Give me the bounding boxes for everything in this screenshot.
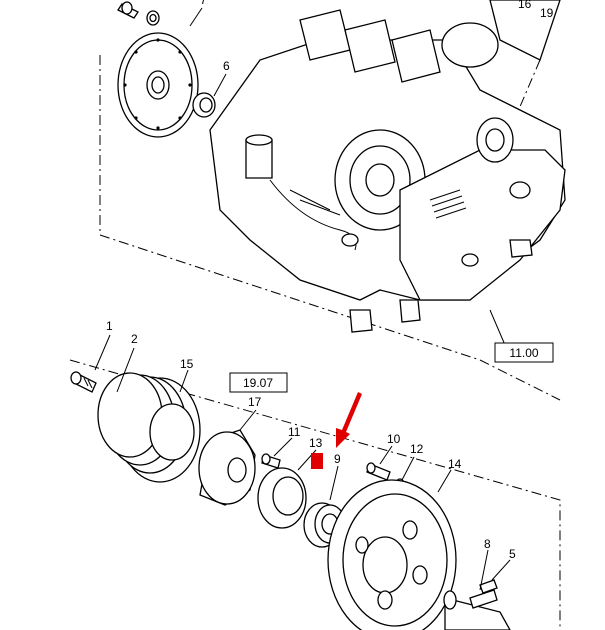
callout-1: 1: [106, 319, 113, 333]
cover-part-14: [327, 479, 457, 630]
reference-box-11-00-label: 11.00: [509, 346, 538, 360]
seal-ring: [192, 92, 216, 118]
top-bolt: [117, 1, 160, 26]
callout-2: 2: [131, 332, 138, 346]
callout-16: 16: [518, 0, 532, 11]
key-part-5: [479, 579, 498, 594]
callout-8: 8: [484, 537, 491, 551]
callout-17: 17: [248, 395, 262, 409]
callout-12: 12: [410, 442, 424, 456]
engine-assembly: [209, 0, 566, 333]
callout-labels: 1 2 15 17 11 13 9 10 12 14 8 5 6 7 16 19: [106, 0, 554, 561]
highlight-marker: [311, 453, 323, 469]
pulley-part-15: [97, 372, 201, 483]
shaft-part-8: [443, 589, 511, 630]
callout-19: 19: [540, 6, 554, 20]
gasket-part-13: [257, 467, 307, 529]
reference-box-19-07: 19.07: [229, 372, 288, 393]
callout-11: 11: [288, 425, 301, 439]
reference-box-11-00: 11.00: [494, 342, 554, 363]
callout-5: 5: [509, 547, 516, 561]
flywheel-plate: [117, 32, 199, 138]
bolt-part-10: [366, 462, 391, 481]
callout-9: 9: [334, 452, 341, 466]
callout-10: 10: [387, 432, 401, 446]
callout-6: 6: [223, 59, 230, 73]
hub-part-17: [198, 429, 256, 506]
screw-part-11: [261, 453, 281, 469]
callout-15: 15: [180, 357, 194, 371]
highlight-annotations: [311, 392, 362, 469]
callout-14: 14: [448, 457, 462, 471]
callout-13: 13: [309, 436, 323, 450]
reference-box-19-07-label: 19.07: [243, 376, 273, 390]
red-arrow-icon: [336, 392, 362, 448]
bolt-part-1: [70, 371, 97, 393]
callout-7: 7: [200, 0, 207, 7]
leader-lines: [94, 7, 511, 591]
